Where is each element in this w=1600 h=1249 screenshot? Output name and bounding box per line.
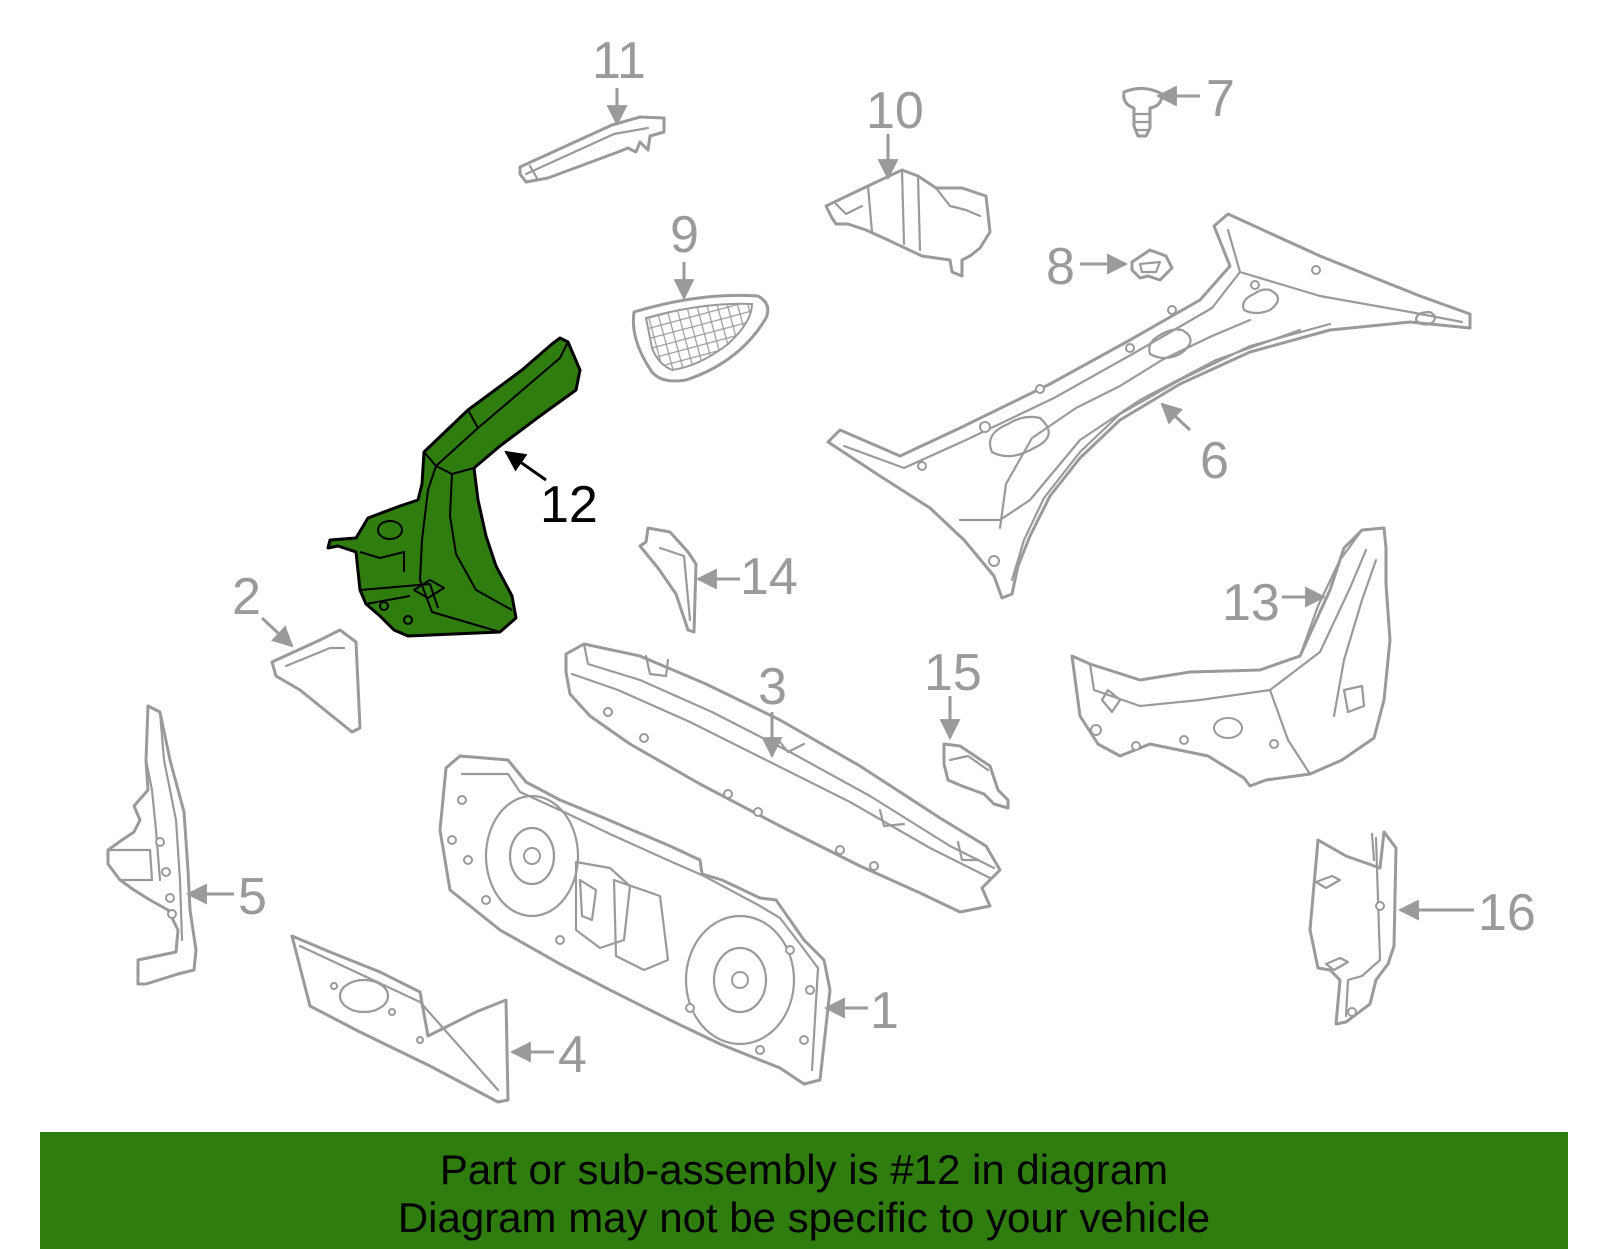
callout-4: 4 [558, 1026, 587, 1084]
callout-5: 5 [238, 868, 267, 926]
callout-3: 3 [758, 658, 787, 716]
banner-text: Part or sub-assembly is #12 in diagram D… [40, 1146, 1568, 1242]
leader-6 [1160, 402, 1192, 432]
callout-7: 7 [1206, 70, 1235, 128]
part-12-highlighted [326, 336, 582, 638]
info-banner: Part or sub-assembly is #12 in diagram D… [40, 1132, 1568, 1249]
part-7-clip [1122, 87, 1164, 138]
part-9-grille [631, 293, 770, 383]
part-3-crossmember [564, 642, 1002, 914]
callout-1: 1 [870, 982, 899, 1040]
part-10-bracket [824, 168, 992, 278]
callout-15: 15 [924, 644, 982, 702]
part-5-bracket [106, 704, 198, 986]
part-1-dash-panel [438, 754, 832, 1086]
parts-diagram: 11 10 7 9 8 6 12 14 13 2 3 15 5 1 4 16 [106, 32, 1536, 1104]
part-8-nut [1130, 248, 1174, 282]
leader-12 [504, 450, 547, 482]
callout-10: 10 [866, 82, 924, 140]
banner-line-1: Part or sub-assembly is #12 in diagram [439, 1146, 1169, 1193]
part-6-cowl-panel [826, 212, 1472, 600]
callout-9: 9 [670, 206, 699, 264]
part-16-bracket [1308, 830, 1398, 1026]
banner-line-2: Diagram may not be specific to your vehi… [397, 1194, 1211, 1241]
part-15-bracket [942, 742, 1010, 810]
part-4-insulator [290, 934, 510, 1104]
callout-14: 14 [740, 548, 798, 606]
leader-2 [260, 616, 294, 648]
callout-6: 6 [1200, 432, 1229, 490]
part-14-bracket [638, 526, 698, 634]
part-11-bracket [518, 115, 666, 184]
callout-8: 8 [1046, 238, 1075, 296]
callout-16: 16 [1478, 884, 1536, 942]
part-2-gusset [270, 628, 362, 734]
callout-2: 2 [232, 568, 261, 626]
part-13-pillar [1070, 526, 1392, 788]
callout-12: 12 [540, 476, 598, 534]
callout-13: 13 [1222, 574, 1280, 632]
callout-11: 11 [592, 32, 646, 90]
